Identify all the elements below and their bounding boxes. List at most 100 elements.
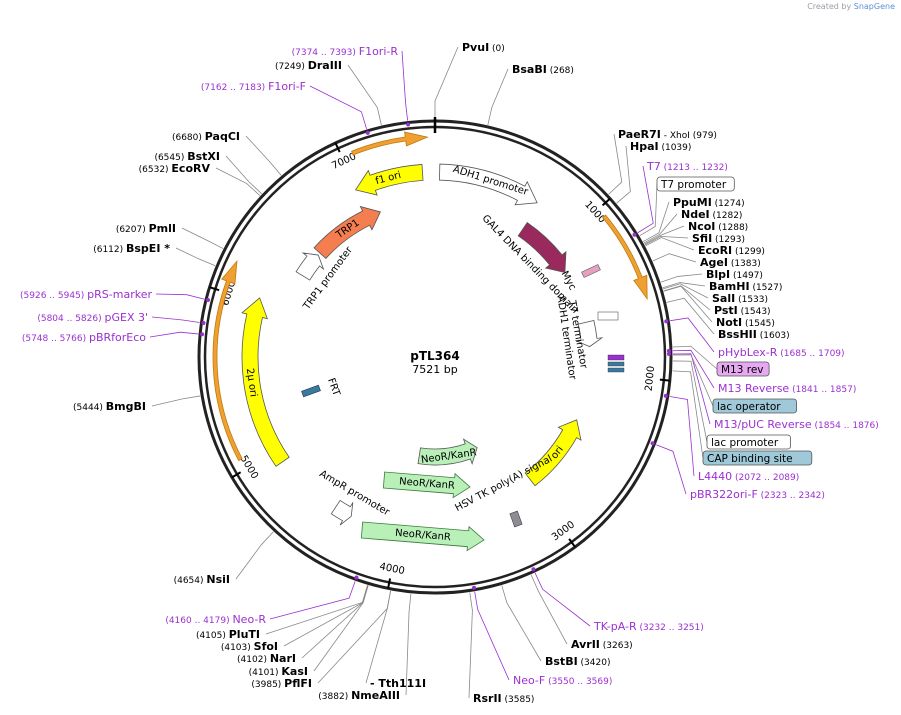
inner-label-frt: FRT	[325, 377, 342, 399]
site-label-sali: SalI (1533)	[712, 292, 768, 305]
feature-2-ori-arrow	[241, 297, 290, 467]
site-leader-bsabi	[487, 68, 509, 126]
primer-mark-t7	[632, 232, 637, 237]
straight-feature-label-0: NeoR/KanR	[399, 476, 456, 492]
primer-label-pbrforeco: (5748 .. 5766) pBRforEco	[22, 331, 146, 344]
site-label-sfii: SfiI (1293)	[692, 232, 745, 245]
boxed-label-m13-rev: M13 rev	[721, 364, 764, 376]
site-label-ndei: NdeI (1282)	[681, 208, 742, 221]
tick-4000	[387, 578, 392, 589]
site-label-agei: AgeI (1383)	[700, 256, 761, 269]
site-leader-psti	[663, 285, 711, 311]
primer-mark-pbr322ori-f	[650, 441, 655, 446]
site-label-kasi: (4101) KasI	[249, 665, 308, 678]
site-label-bmgbi: (5444) BmgBI	[73, 400, 146, 413]
site-label-bsabi: BsaBI (268)	[512, 63, 574, 76]
tick-7000	[334, 142, 341, 153]
primer-mark-prs-marker	[206, 298, 211, 303]
primer-mark-f1ori-f	[365, 130, 370, 135]
feature-ori-arrow	[524, 419, 582, 487]
site-leader-hpai	[616, 145, 631, 204]
tick-3000	[568, 538, 576, 548]
feature-gal4-dna-binding-domain-arrow	[517, 222, 567, 273]
site-label-blpi: BlpI (1497)	[706, 268, 763, 281]
site-label-tth111i: - Tth111I	[370, 677, 426, 690]
primer-mark-neo-r	[354, 575, 359, 580]
features-layer	[200, 122, 671, 590]
tick-1000	[601, 197, 611, 207]
feature-adh1-promoter-arrow	[439, 163, 538, 206]
primer-leader-prs-marker	[155, 293, 205, 300]
boxed-label-t7-promoter: T7 promoter	[660, 179, 727, 191]
boxed-label-lac-promoter: lac promoter	[711, 437, 779, 449]
boxed-label-cap-binding-site: CAP binding site	[707, 453, 793, 465]
credit-line: Created by SnapGene	[807, 2, 895, 11]
primer-leader-pbr322ori-f	[656, 444, 687, 495]
site-label-noti: NotI (1545)	[716, 316, 775, 329]
site-leader-bamhi	[662, 282, 706, 289]
site-leader-pmli	[181, 227, 224, 249]
snapgene-brand[interactable]: SnapGene	[853, 2, 895, 11]
site-leader-bstbi	[501, 585, 542, 662]
box-leader-lac-promoter	[672, 360, 708, 443]
site-label-nmeaiii: (3882) NmeAIII	[318, 689, 400, 702]
site-label-draiii: (7249) DraIII	[275, 59, 342, 72]
feature-trp1-promoter-arrow	[295, 252, 325, 281]
primer-leader-m13-reverse	[672, 349, 715, 389]
tick-5000	[231, 471, 242, 479]
feature-label-ampr-promoter: AmpR promoter	[317, 468, 392, 518]
site-leader-bsshii	[666, 297, 715, 335]
primer-mark-tk-pa-r	[531, 567, 536, 572]
primer-label-tk-pa-r: TK-pA-R (3232 .. 3251)	[593, 620, 704, 633]
primer-label-neo-f: Neo-F (3550 .. 3569)	[513, 674, 612, 687]
feature-adh1-terminator-arrow	[574, 320, 604, 348]
straight-feature-1	[360, 521, 485, 552]
site-label-ecori: EcoRI (1299)	[698, 244, 765, 257]
feature-f1-ori-arrow	[354, 164, 424, 196]
t7-terminator-marker	[597, 311, 619, 321]
site-label-psti: PstI (1543)	[714, 304, 771, 317]
m13-marker	[607, 354, 625, 361]
boxed-t7-promoter	[656, 176, 735, 192]
site-leader-agei	[652, 253, 697, 263]
site-leader-bspei	[175, 247, 216, 267]
hsv-marker	[509, 510, 523, 528]
feature-neor-kanr-arrow	[417, 438, 478, 466]
site-leader-pluti	[265, 585, 368, 635]
primer-mark-m13-reverse	[666, 348, 671, 353]
straight-feature-0	[382, 471, 471, 499]
site-leader-bmgbi	[151, 395, 201, 407]
credit-prefix: Created by	[807, 2, 852, 11]
site-leader-avrii	[530, 574, 568, 645]
leader-lines-layer	[149, 46, 718, 699]
site-label-bstbi: BstBI (3420)	[545, 655, 610, 668]
boxed-m13-rev	[716, 361, 770, 377]
site-label-pluti: (4105) PluTI	[196, 628, 260, 641]
site-leader-sali	[662, 283, 709, 299]
tick-label-4000: 4000	[378, 561, 405, 577]
primer-label-f1ori-r: (7374 .. 7393) F1ori-R	[292, 45, 399, 58]
site-leader-paqci	[245, 135, 282, 176]
boxed-lac-operator	[712, 398, 797, 414]
primer-label-f1ori-f: (7162 .. 7183) F1ori-F	[201, 80, 306, 93]
boxed-lac-promoter	[706, 434, 791, 450]
primer-leader-t7	[637, 165, 654, 233]
orf-arc-1	[602, 214, 648, 301]
site-leader-ncoi	[644, 225, 685, 245]
site-leader-pvui	[434, 46, 459, 119]
plasmid-length: 7521 bp	[412, 363, 457, 376]
site-leader-ppumi	[642, 201, 670, 242]
site-leader-rsrii	[468, 592, 473, 699]
primer-label-phyblex-r: pHybLex-R (1685 .. 1709)	[718, 346, 845, 359]
site-leader-noti	[663, 285, 713, 323]
site-leader-sfoi	[283, 585, 369, 647]
primer-label-neo-r: (4160 .. 4179) Neo-R	[165, 613, 266, 626]
tick-label-2000: 2000	[644, 365, 657, 391]
primer-mark-phyblex-r	[664, 319, 669, 324]
primer-leader-neo-f	[474, 591, 510, 681]
site-leader-ndei	[643, 213, 678, 244]
primer-label-pgex-3: (5804 .. 5826) pGEX 3'	[37, 311, 148, 324]
site-label-bstxi: (6545) BstXI	[154, 150, 220, 163]
box-leader-lac-operator	[672, 354, 714, 407]
